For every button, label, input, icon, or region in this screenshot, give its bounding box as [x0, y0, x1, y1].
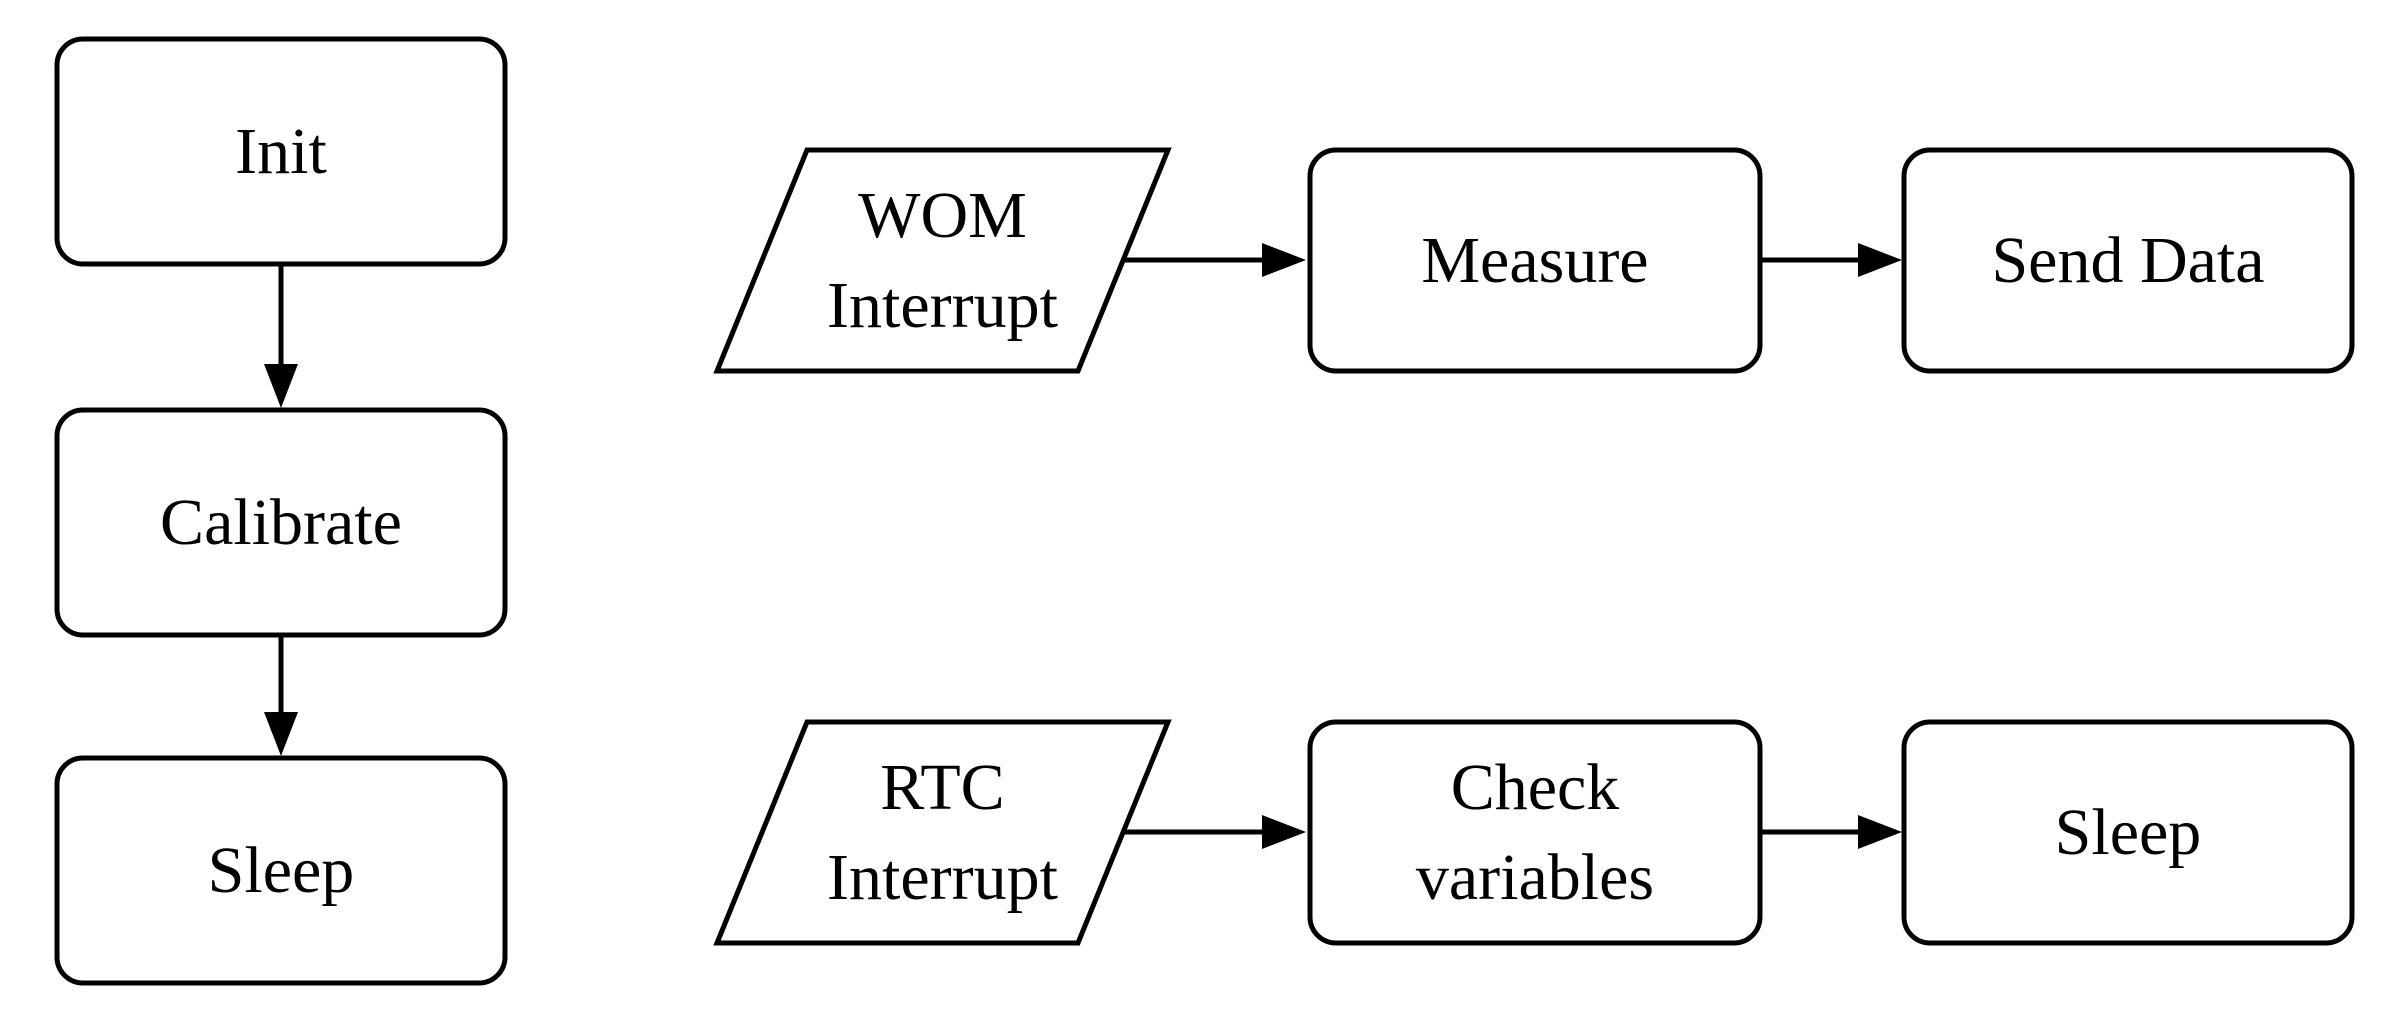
- arrow-init-to-calibrate-head: [264, 364, 298, 408]
- arrow-wom-to-measure-head: [1262, 243, 1306, 277]
- node-sleep-main-shape: [54, 755, 508, 986]
- node-send-data-shape: [1901, 147, 2355, 374]
- node-check-variables-shape: [1307, 719, 1763, 946]
- arrow-rtc-to-check-variables-head: [1262, 815, 1306, 849]
- node-wom-interrupt-shape: [713, 147, 1172, 374]
- arrow-measure-to-send-data: [1760, 243, 1902, 277]
- arrow-calibrate-to-sleep: [264, 635, 298, 756]
- arrow-init-to-calibrate: [264, 264, 298, 408]
- arrow-rtc-to-check-variables: [1123, 815, 1306, 849]
- arrow-measure-to-send-data-head: [1858, 243, 1902, 277]
- node-calibrate-shape: [54, 407, 508, 638]
- node-sleep-isr-shape: [1901, 719, 2355, 946]
- node-measure-shape: [1307, 147, 1763, 374]
- arrow-wom-to-measure: [1123, 243, 1306, 277]
- arrow-calibrate-to-sleep-head: [264, 712, 298, 756]
- arrow-check-variables-to-sleep: [1760, 815, 1902, 849]
- node-init-shape: [54, 36, 508, 267]
- node-rtc-interrupt-shape: [713, 719, 1172, 946]
- arrow-check-variables-to-sleep-head: [1858, 815, 1902, 849]
